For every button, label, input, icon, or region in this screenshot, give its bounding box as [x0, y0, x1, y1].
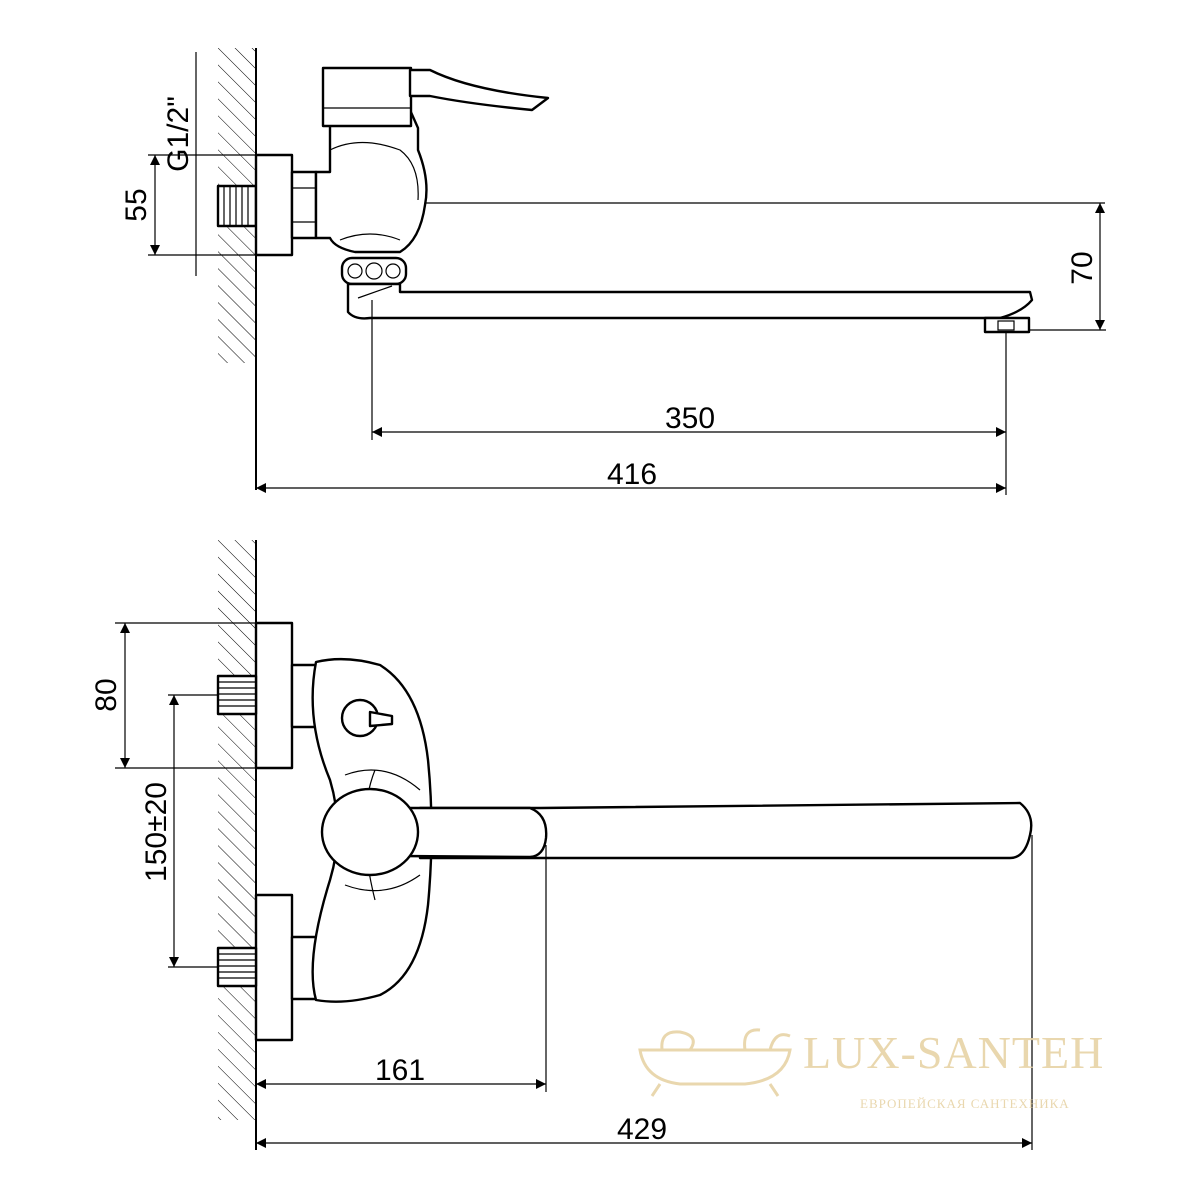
front-view: 80 150±20 161 429: [90, 540, 1033, 1150]
watermark-brand: LUX-SANTEH: [803, 1027, 1104, 1078]
dim-handle-offset-label: 161: [375, 1054, 425, 1087]
dim-thread-label: G1/2": [162, 96, 195, 172]
watermark-tagline: ЕВРОПЕЙСКАЯ САНТЕХНИКА: [860, 1096, 1070, 1111]
dim-total-length-front: 429: [256, 835, 1033, 1150]
flange-upper: [254, 621, 294, 770]
nipple-lower: [216, 946, 258, 988]
dim-total-length-top: 416: [256, 458, 1006, 493]
dim-spout-reach: 350: [371, 300, 1007, 495]
dim-total-length-top-label: 416: [607, 458, 657, 491]
dim-height-label: 55: [120, 188, 153, 221]
lever-handle-top: [321, 66, 550, 128]
dim-flange-height-label: 80: [90, 678, 123, 711]
dim-handle-offset: 161: [256, 845, 547, 1092]
flange-lower: [254, 893, 294, 1042]
dim-spout-height: 70: [1030, 203, 1106, 331]
wall-front: [218, 540, 257, 1150]
dim-inlet-spacing-label: 150±20: [140, 782, 173, 882]
dim-spout-height-label: 70: [1066, 251, 1099, 284]
diverter-knob-front: [340, 698, 394, 738]
wall-top: [218, 48, 257, 490]
lever-handle-front: [320, 787, 548, 877]
top-view: G1/2" 55 70 350 416: [120, 48, 1106, 495]
nut-top: [290, 170, 318, 240]
dim-inlet-spacing: 150±20: [140, 694, 218, 968]
flange-top: [254, 153, 294, 257]
nipple-upper: [216, 674, 258, 716]
dim-flange-height: 80: [90, 622, 256, 769]
dim-height: 55: [120, 154, 256, 256]
spout-top: [346, 282, 1034, 334]
watermark: LUX-SANTEH ЕВРОПЕЙСКАЯ САНТЕХНИКА: [638, 1027, 1104, 1111]
spout-front: [418, 801, 1033, 860]
dim-total-length-front-label: 429: [617, 1113, 667, 1146]
dim-thread: G1/2": [162, 52, 197, 276]
dim-spout-reach-label: 350: [665, 402, 715, 435]
mixer-body-top: [314, 108, 428, 254]
bathtub-logo: [638, 1028, 792, 1097]
thread-nipple-top: [216, 184, 258, 228]
diverter-top: [340, 256, 408, 286]
